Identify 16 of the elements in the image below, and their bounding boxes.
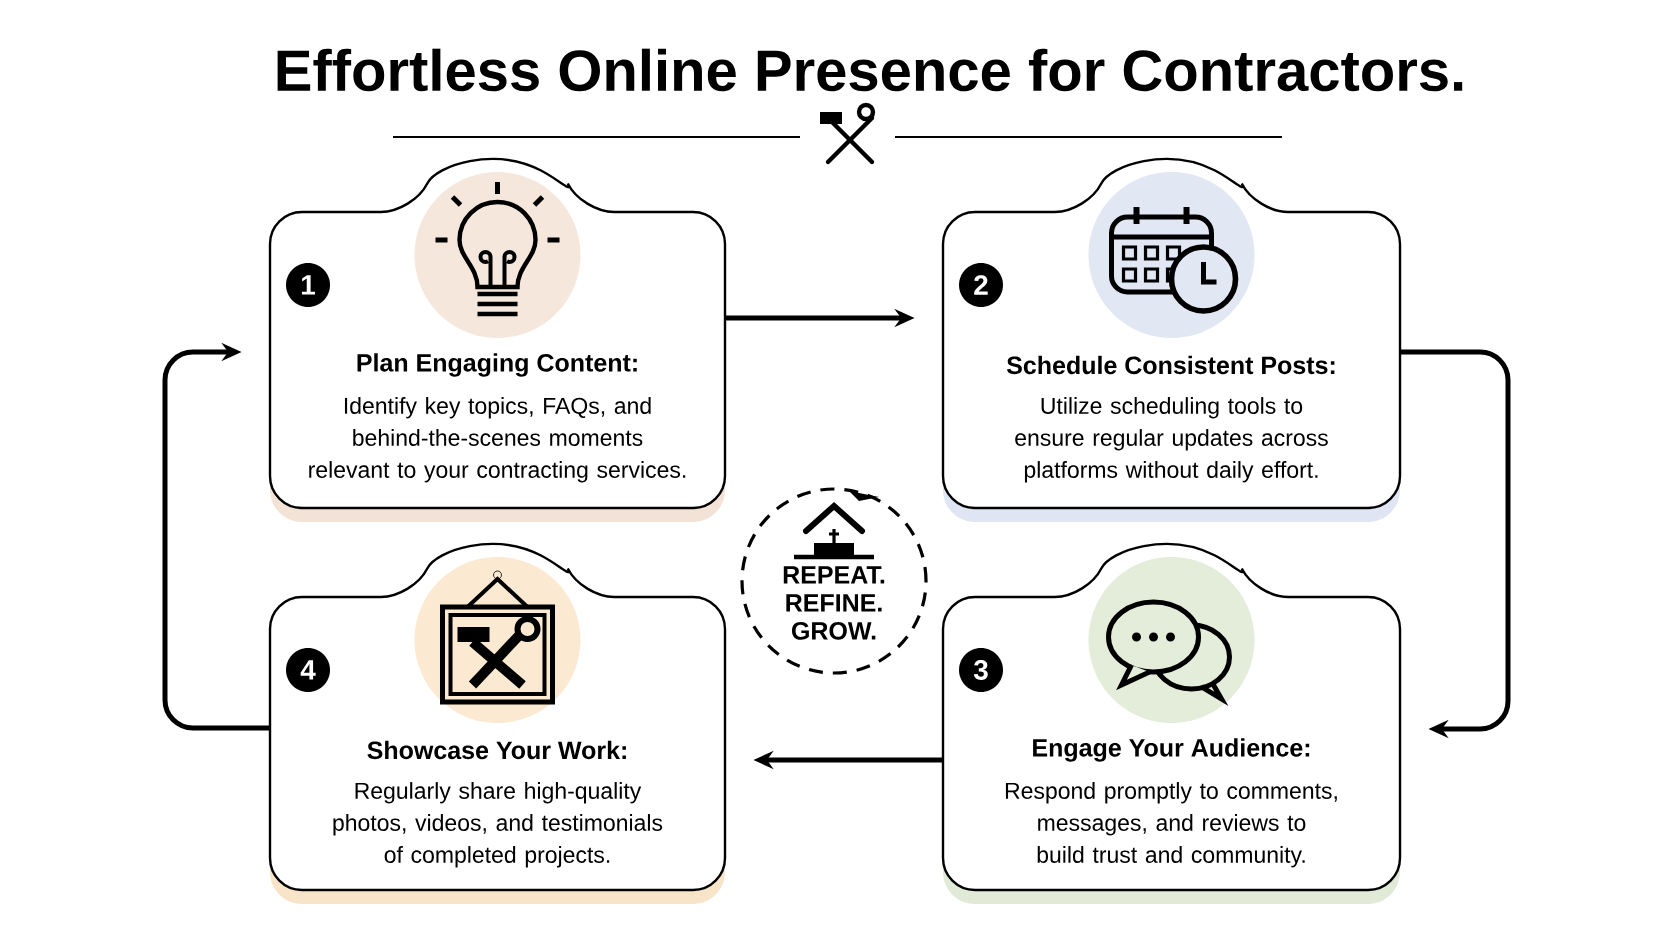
- step-heading: Engage Your Audience:: [1033, 738, 1310, 762]
- motto: REPEAT. REFINE. GROW.: [783, 566, 885, 640]
- step-description: Identify key topics, FAQs, and behind-the-scenes moments relevant to your contracting services.: [309, 397, 686, 483]
- step-number: 3: [959, 648, 1003, 692]
- title: Effortless Online Presence for Contractors.: [277, 48, 1463, 92]
- arrow: [1400, 349, 1511, 739]
- arrow: [162, 342, 270, 731]
- step-heading: Schedule Consistent Posts:: [1006, 355, 1335, 375]
- step-number: 2: [959, 263, 1003, 307]
- step-heading: Plan Engaging Content:: [357, 353, 637, 377]
- step-number: 1: [286, 263, 330, 307]
- step-number: 4: [286, 648, 330, 692]
- step-heading: Showcase Your Work:: [367, 740, 626, 760]
- step-description: Regularly share high-quality photos, videos, and testimonials of completed projects.: [333, 782, 663, 868]
- step-description: Respond promptly to comments, messages, and reviews to build trust and community.: [1005, 782, 1337, 868]
- step-description: Utilize scheduling tools to ensure regular updates across platforms without daily effort.: [1015, 397, 1328, 483]
